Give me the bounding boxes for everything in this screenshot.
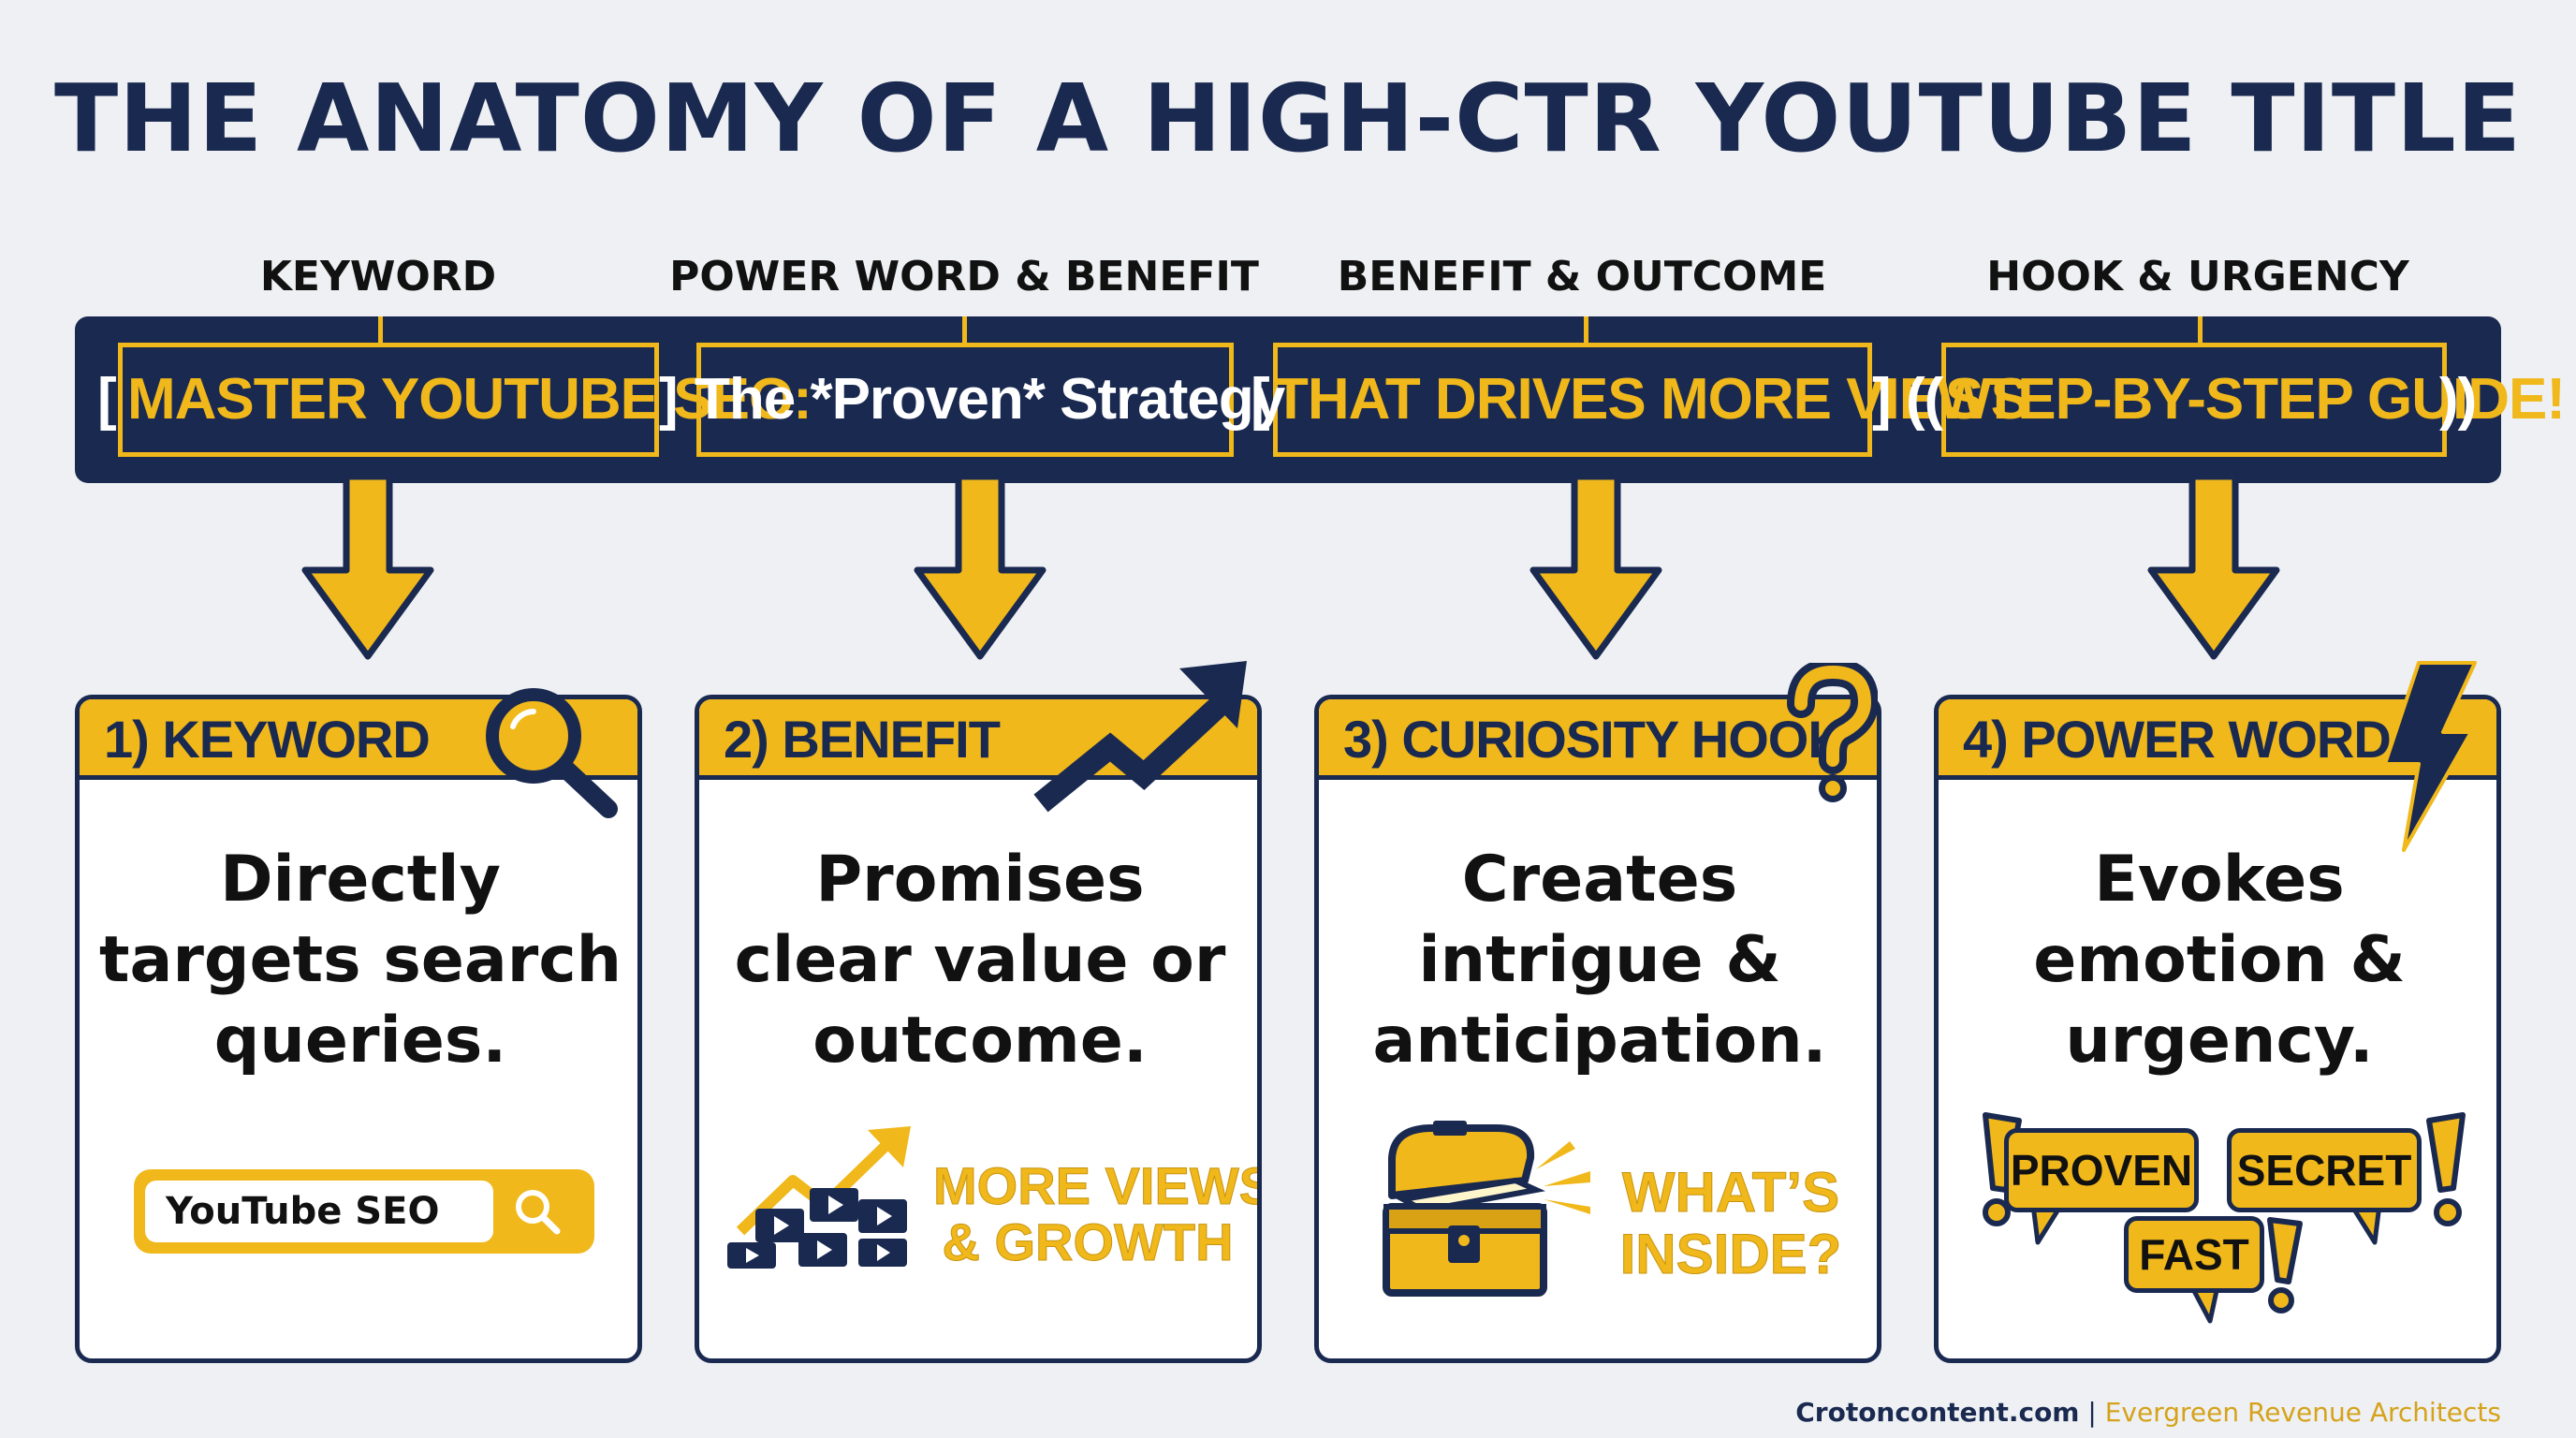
search-bar-illustration: YouTube SEO (134, 1169, 594, 1254)
segment-label-power-word-benefit: POWER WORD & BENEFIT (669, 253, 1259, 301)
title-middle-text: The *Proven* Strategy (695, 367, 1285, 432)
paren-close: )) (2439, 367, 2477, 432)
callout-line: WHAT’S (1621, 1161, 1840, 1224)
exclamation-icon (2267, 1217, 2303, 1313)
search-input: YouTube SEO (145, 1181, 493, 1242)
title-keyword-text: MASTER YOUTUBE SEO: (127, 367, 812, 432)
segment-connector (378, 316, 383, 345)
card-heading: 3) CURIOSITY HOOK (1343, 710, 1846, 769)
card-heading: 2) BENEFIT (724, 710, 1001, 769)
segment-label-benefit-outcome: BENEFIT & OUTCOME (1337, 253, 1827, 301)
card-description: Creates intrigue & anticipation. (1372, 843, 1827, 1078)
title-outcome-text: THAT DRIVES MORE VIEWS (1273, 367, 2029, 432)
segment-label-hook-urgency: HOOK & URGENCY (1986, 253, 2409, 301)
search-icon (516, 1190, 561, 1235)
title-hook-text: STEP-BY-STEP GUIDE! (1945, 367, 2566, 432)
power-word-bubble: SECRET (2227, 1128, 2422, 1212)
card-heading: 4) POWER WORD (1963, 710, 2392, 769)
growth-videos-illustration (727, 1126, 911, 1269)
card-header: 3) CURIOSITY HOOK (1319, 699, 1877, 780)
footer-separator: | (2087, 1397, 2097, 1428)
treasure-chest-icon (1383, 1121, 1590, 1297)
segment-connector (2198, 316, 2203, 345)
exclamation-icon (2426, 1112, 2466, 1226)
callout-line: INSIDE? (1619, 1223, 1842, 1285)
power-word-segment-box (696, 343, 1234, 457)
card-benefit: 2) BENEFIT Promises clear value or outco… (695, 695, 1262, 1363)
card-description: Directly targets search queries. (98, 843, 622, 1078)
card-curiosity-hook: 3) CURIOSITY HOOK Creates intrigue & ant… (1314, 695, 1881, 1363)
bracket-close: ] (659, 367, 679, 432)
segment-connector (962, 316, 967, 345)
card-heading: 1) KEYWORD (104, 710, 431, 769)
card-description: Evokes emotion & urgency. (2033, 843, 2406, 1078)
down-arrow-icon (301, 473, 434, 660)
page-title: THE ANATOMY OF A HIGH-CTR YOUTUBE TITLE (53, 64, 2523, 173)
paren-open: (( (1906, 367, 1943, 432)
down-arrow-icon (914, 473, 1046, 660)
magnifier-icon (486, 688, 618, 818)
bracket-close: ] (1872, 367, 1892, 432)
footer-site-link[interactable]: Crotoncontent.com (1795, 1397, 2080, 1428)
down-arrow-icon (2147, 473, 2280, 660)
card-power-word: 4) POWER WORD Evokes emotion & urgency. … (1934, 695, 2501, 1363)
card-header: 2) BENEFIT (699, 699, 1257, 780)
trending-up-arrow-icon (1033, 661, 1247, 813)
keyword-segment-box (118, 343, 659, 457)
power-word-bubble: PROVEN (2004, 1128, 2199, 1212)
bracket-open: [ (97, 367, 117, 432)
segment-label-keyword: KEYWORD (259, 253, 497, 301)
card-description: Promises clear value or outcome. (734, 843, 1226, 1078)
callout-line: MORE VIEWS (933, 1156, 1262, 1215)
question-mark-icon (1787, 663, 1878, 802)
callout-line: & GROWTH (942, 1212, 1234, 1271)
power-word-bubble: FAST (2124, 1216, 2264, 1293)
footer-tagline: Evergreen Revenue Architects (2104, 1397, 2501, 1428)
lightning-bolt-icon (2383, 661, 2477, 852)
down-arrow-icon (1530, 473, 1662, 660)
bracket-open: [ (1251, 367, 1270, 432)
outcome-segment-box (1273, 343, 1872, 457)
hook-segment-box (1941, 343, 2447, 457)
segment-connector (1584, 316, 1588, 345)
footer-credit: Crotoncontent.com | Evergreen Revenue Ar… (1795, 1397, 2501, 1428)
